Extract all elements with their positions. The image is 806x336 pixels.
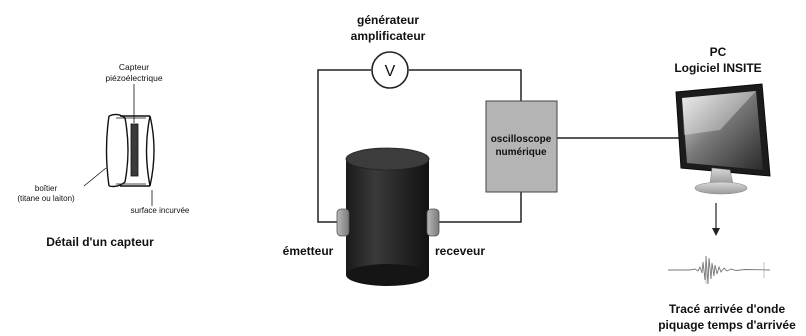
sensor-caption: Détail d'un capteur — [46, 235, 154, 249]
pc-label-line1: PC — [710, 45, 727, 59]
sample-cylinder — [345, 147, 430, 286]
sensor-housing-drawing — [105, 113, 155, 188]
waveform-trace — [668, 255, 771, 285]
label-sensor-line2: piézoélectrique — [105, 73, 162, 83]
trace-label-line2: piquage temps d'arrivée — [658, 318, 796, 332]
generator-label-line2: amplificateur — [351, 29, 426, 43]
down-arrow-icon — [712, 203, 720, 236]
pc-label-line2: Logiciel INSITE — [674, 61, 761, 75]
generator-label-line1: générateur — [357, 13, 419, 27]
oscilloscope-label-line2: numérique — [495, 147, 547, 158]
oscilloscope-label-line1: oscilloscope — [491, 134, 552, 145]
circuit: générateur amplificateur V oscilloscope … — [283, 13, 680, 286]
label-sensor-line1: Capteur — [119, 62, 149, 72]
emitter-label: émetteur — [283, 244, 334, 258]
oscilloscope: oscilloscope numérique — [485, 100, 558, 193]
receiver-label: receveur — [435, 244, 485, 258]
voltmeter-circle — [371, 51, 409, 89]
sensor-detail: Capteur piézoélectrique boîtier (titane … — [17, 62, 190, 249]
voltmeter-symbol: V — [385, 63, 396, 80]
trace-label-line1: Tracé arrivée d'onde — [669, 302, 786, 316]
label-housing-line1: boîtier — [35, 184, 58, 193]
piezo-element — [130, 123, 139, 177]
pc: PC Logiciel INSITE Tracé arrivée d'onde — [658, 45, 796, 332]
emitter-transducer — [336, 208, 350, 237]
label-housing-line2: (titane ou laiton) — [17, 194, 75, 203]
monitor-icon — [675, 83, 771, 195]
voltmeter: V — [371, 51, 409, 89]
circuit-wires — [317, 69, 680, 223]
label-surface: surface incurvée — [131, 206, 190, 215]
leader-line-housing — [83, 167, 107, 187]
receiver-transducer — [426, 208, 440, 237]
oscilloscope-box — [485, 100, 558, 193]
